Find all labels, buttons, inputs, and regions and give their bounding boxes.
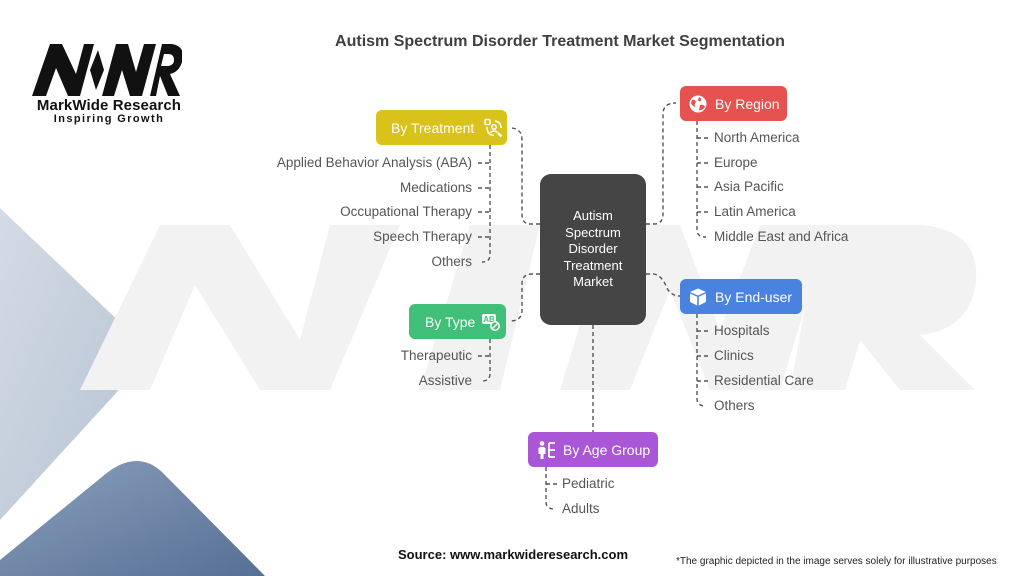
center-label-line: Spectrum	[565, 224, 621, 240]
link-center-treatment	[509, 127, 540, 225]
box-icon	[687, 286, 709, 308]
link-center-enduser	[646, 273, 681, 297]
type-block-icon: AB	[480, 311, 502, 333]
link-age-spine	[545, 467, 556, 510]
age-item: Pediatric	[562, 476, 615, 491]
disclaimer-text: *The graphic depicted in the image serve…	[676, 556, 997, 567]
segment-treatment-header: By Treatment	[376, 110, 507, 145]
link-treatment-spine	[481, 145, 491, 263]
treatment-item: Speech Therapy	[373, 229, 472, 244]
segment-enduser-header: By End-user	[680, 279, 802, 314]
source-text: Source: www.markwideresearch.com	[398, 547, 629, 562]
segment-label: By Type	[425, 313, 476, 330]
segment-label: By Age Group	[563, 441, 651, 458]
light-diamond-shape	[0, 208, 139, 520]
age-item: Adults	[562, 501, 600, 516]
globe-icon	[687, 93, 709, 115]
region-item: Latin America	[714, 204, 796, 219]
region-item: Asia Pacific	[714, 179, 784, 194]
link-region-spine	[696, 121, 707, 238]
link-center-region	[646, 102, 677, 225]
svg-text:AB: AB	[484, 315, 496, 324]
enduser-item: Hospitals	[714, 323, 770, 338]
region-item: Europe	[714, 155, 758, 170]
segment-region-header: By Region	[680, 86, 787, 121]
person-branch-icon	[536, 439, 558, 461]
segment-label: By End-user	[715, 288, 793, 305]
enduser-item: Others	[714, 398, 755, 413]
type-item: Therapeutic	[400, 348, 472, 363]
treatment-item: Others	[431, 254, 472, 269]
center-label-line: Disorder	[568, 241, 618, 257]
page-title: Autism Spectrum Disorder Treatment Marke…	[335, 33, 785, 50]
link-enduser-spine	[696, 314, 707, 407]
enduser-item: Residential Care	[714, 373, 814, 388]
center-label-line: Market	[573, 274, 613, 290]
region-item: North America	[714, 130, 800, 145]
brand-logo: MarkWide Research Inspiring Growth	[24, 44, 194, 126]
link-type-spine	[481, 339, 491, 382]
region-item: Middle East and Africa	[714, 229, 849, 244]
treatment-item: Occupational Therapy	[340, 204, 472, 219]
center-label-line: Autism	[573, 208, 613, 224]
mwr-logo-icon	[32, 44, 182, 96]
type-item: Assistive	[418, 373, 472, 388]
center-node: Autism Spectrum Disorder Treatment Marke…	[540, 174, 646, 325]
segment-label: By Region	[715, 95, 780, 112]
brand-name: MarkWide Research	[36, 97, 182, 114]
brand-tagline: Inspiring Growth	[53, 113, 165, 125]
treatment-item: Applied Behavior Analysis (ABA)	[276, 155, 472, 170]
enduser-item: Clinics	[714, 348, 754, 363]
link-center-type	[509, 273, 540, 322]
segment-age-header: By Age Group	[528, 432, 658, 467]
treatment-item: Medications	[399, 180, 472, 195]
dark-diamond-shape	[0, 461, 265, 576]
segment-label: By Treatment	[391, 119, 475, 136]
patient-care-icon	[482, 117, 504, 139]
segment-type-header: By Type AB	[409, 304, 506, 339]
center-label-line: Treatment	[563, 257, 623, 273]
